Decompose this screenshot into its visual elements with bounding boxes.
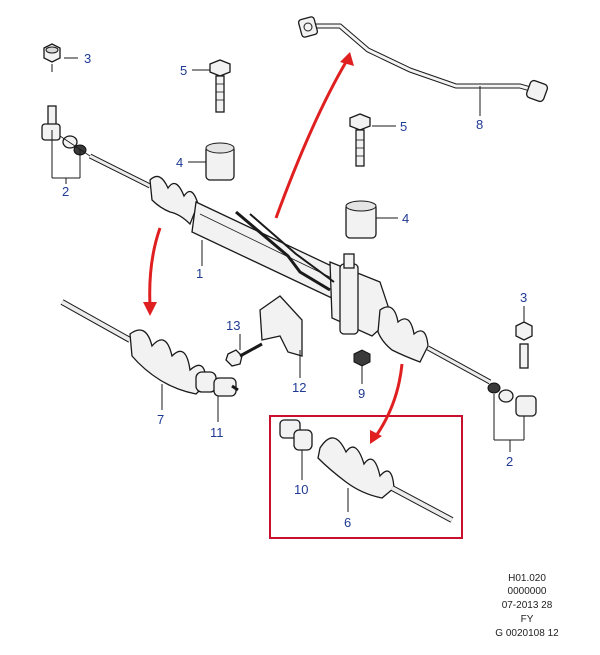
tie-rod-end-left (41, 43, 91, 157)
callout-6: 6 (344, 515, 351, 530)
tie-rod-end-right (487, 321, 537, 417)
callout-2-right: 2 (506, 454, 513, 469)
bolt-top-right (349, 113, 371, 167)
bracket-bolt (225, 342, 263, 367)
highlight-box (269, 415, 463, 539)
bushing-left (205, 142, 235, 181)
red-arrows (143, 52, 404, 444)
callout-3-right: 3 (520, 290, 527, 305)
inner-tie-rod-right (279, 419, 454, 523)
callout-7: 7 (157, 412, 164, 427)
reference-line-4: FY (521, 614, 534, 625)
leader-lines (51, 57, 525, 512)
callout-13: 13 (226, 318, 240, 333)
callout-5-left: 5 (180, 63, 187, 78)
callout-labels: 3 2 5 4 1 8 5 4 3 2 9 12 13 7 11 10 6 (62, 51, 527, 530)
inner-tie-rod-left (60, 299, 239, 397)
callout-8: 8 (476, 117, 483, 132)
small-nut (353, 349, 371, 367)
callout-4-right: 4 (402, 211, 409, 226)
callout-3-left: 3 (84, 51, 91, 66)
bolt-top-left (209, 59, 231, 113)
callout-1: 1 (196, 266, 203, 281)
callout-5-right: 5 (400, 119, 407, 134)
callout-4-left: 4 (176, 155, 183, 170)
bushing-right (345, 200, 377, 239)
reference-line-5: G 0020108 12 (495, 628, 559, 639)
callout-10: 10 (294, 482, 308, 497)
callout-11: 11 (210, 425, 224, 440)
callout-9: 9 (358, 386, 365, 401)
callout-2-left: 2 (62, 184, 69, 199)
fluid-pipe-part (297, 16, 549, 103)
reference-line-2: 0000000 (508, 586, 547, 597)
callout-12: 12 (292, 380, 306, 395)
steering-rack-body (88, 153, 492, 385)
mounting-bracket (259, 295, 303, 357)
reference-block: H01.020 0000000 07-2013 28 FY G 0020108 … (495, 573, 559, 639)
reference-line-3: 07-2013 28 (502, 600, 553, 611)
reference-line-1: H01.020 (508, 573, 546, 584)
